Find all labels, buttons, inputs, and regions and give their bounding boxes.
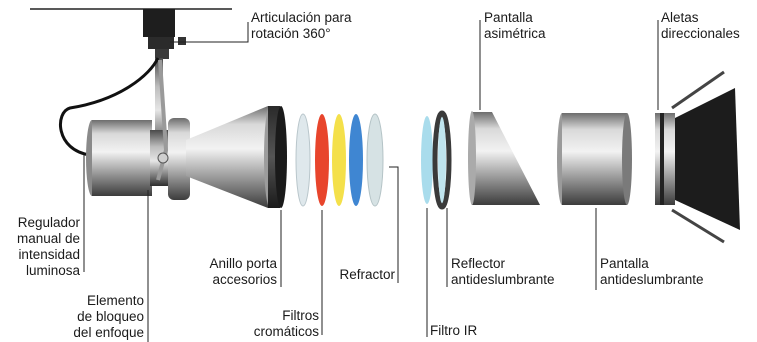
lamp-cone xyxy=(186,106,268,208)
asymmetric-screen xyxy=(472,112,540,205)
accessory-ring xyxy=(264,106,287,208)
bracket-arm xyxy=(156,59,169,181)
focus-lock-disc xyxy=(157,118,190,200)
barn-doors xyxy=(655,70,740,244)
stem xyxy=(155,58,163,153)
reflector-glass xyxy=(438,117,446,203)
antiglare-screen-cylinder xyxy=(557,113,632,205)
filter-yellow xyxy=(332,114,346,206)
label-color-filters: Filtros cromáticos xyxy=(253,308,319,339)
filter-ir xyxy=(421,116,433,204)
filter-clear-2 xyxy=(366,113,384,207)
label-regulator: Regulador manual de intensidad luminosa xyxy=(16,215,80,278)
leader-lines xyxy=(83,20,659,342)
label-ir-filter: Filtro IR xyxy=(430,323,478,338)
rear-body xyxy=(86,120,168,196)
filter-red xyxy=(315,114,329,206)
label-barn-doors: Aletas direccionales xyxy=(661,10,740,41)
label-accessory-ring: Anillo porta accesorios xyxy=(209,256,277,287)
power-cable xyxy=(58,57,160,157)
label-refractor: Refractor xyxy=(339,267,395,282)
label-asymmetric-screen: Pantalla asimétrica xyxy=(484,10,546,41)
filter-clear-1 xyxy=(295,113,311,207)
mount-block xyxy=(143,9,186,59)
label-lock-element: Elemento de bloqueo del enfoque xyxy=(73,293,144,340)
label-antiglare-reflector: Reflector antideslumbrante xyxy=(451,256,555,287)
label-antiglare-screen: Pantalla antideslumbrante xyxy=(600,256,704,287)
filter-blue xyxy=(349,114,363,206)
antiglare-reflector-disc xyxy=(432,110,452,210)
label-articulation: Articulación para rotación 360° xyxy=(251,10,352,41)
asymmetric-screen-rim xyxy=(468,111,476,205)
